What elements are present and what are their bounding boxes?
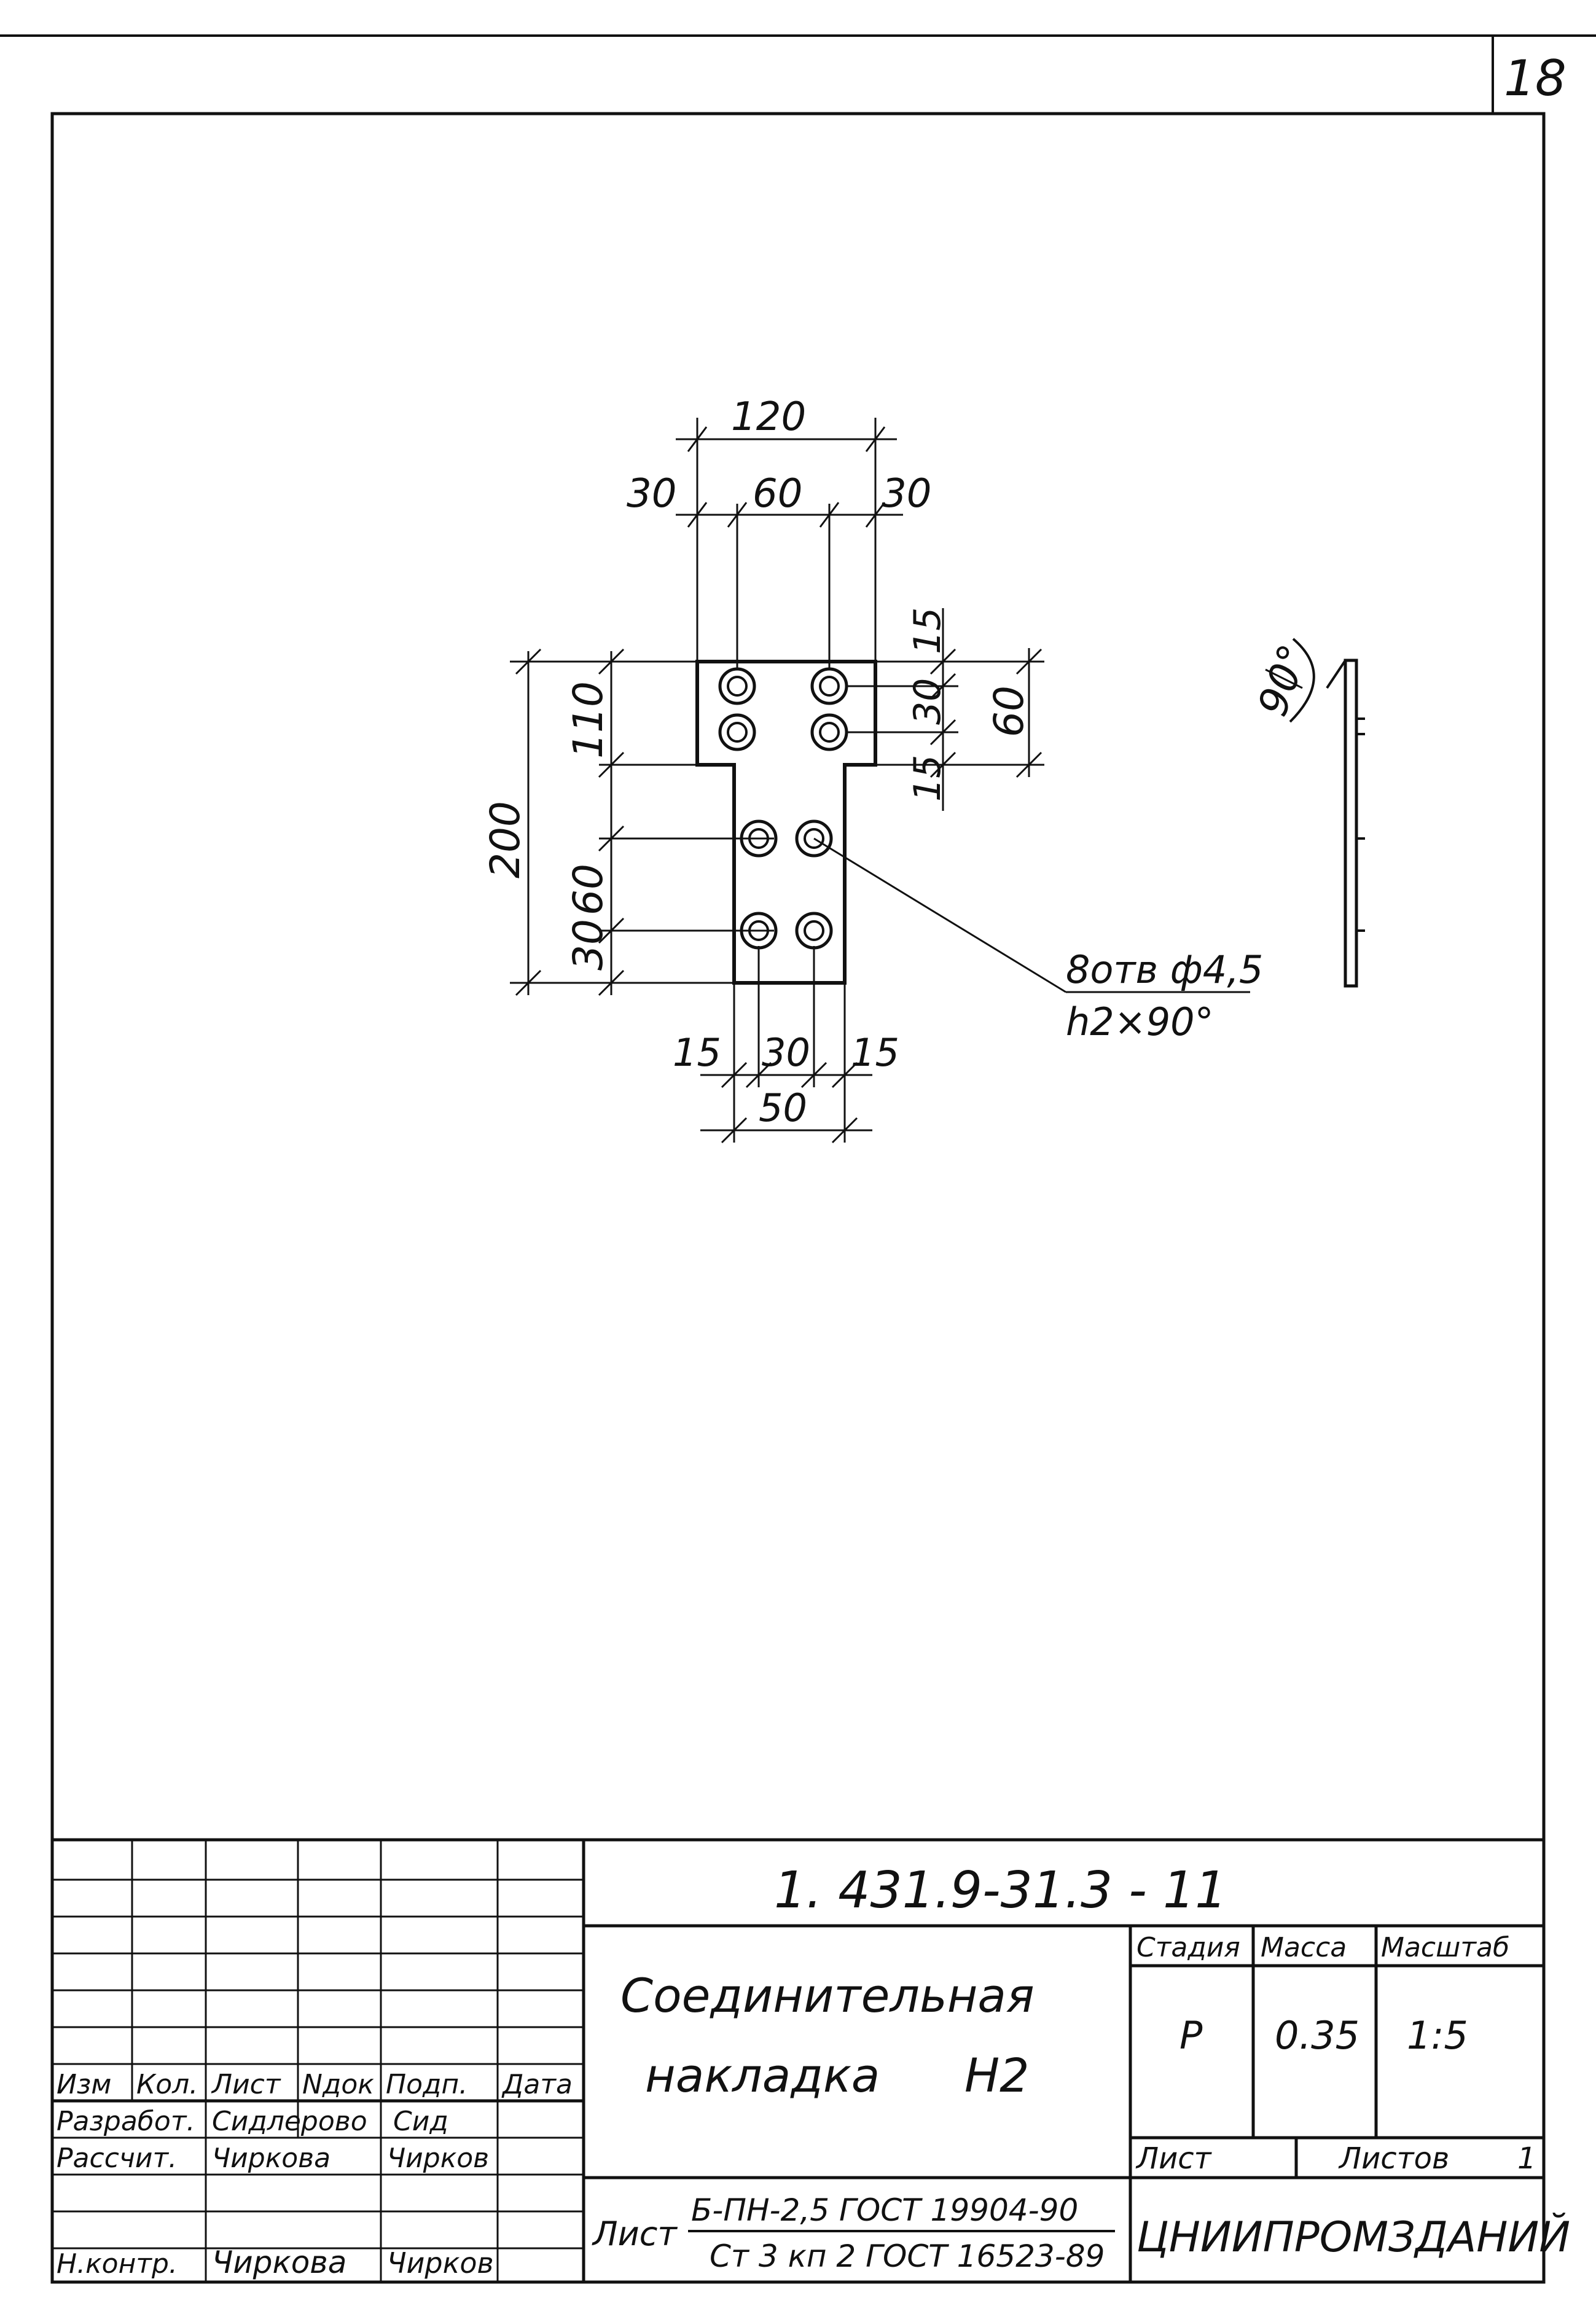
mass-value: 0.35 xyxy=(1275,2013,1359,2058)
left-dimensions xyxy=(510,648,774,996)
hole xyxy=(718,713,756,751)
page-number: 18 xyxy=(1504,50,1567,107)
hole xyxy=(810,667,848,705)
role-developer-signature: Сид xyxy=(393,2106,448,2137)
rev-header-kol: Кол. xyxy=(136,2069,198,2100)
hole xyxy=(718,667,756,705)
scale-header: Масштаб xyxy=(1381,1932,1509,1963)
dim-top-overall: 120 xyxy=(731,394,806,440)
material-line1: Б-ПН-2,5 ГОСТ 19904-90 xyxy=(691,2192,1078,2228)
stage-header: Стадия xyxy=(1136,1932,1240,1963)
sheets-label: Листов xyxy=(1338,2141,1449,2176)
drawing-frame xyxy=(50,112,1546,2284)
material-line2: Ст 3 кп 2 ГОСТ 16523-89 xyxy=(710,2238,1105,2274)
role-normcontrol-name: Чиркова xyxy=(212,2245,346,2280)
dim-right-top: 15 xyxy=(906,608,949,654)
angle-leader xyxy=(1265,668,1303,689)
dim-bottom-right: 15 xyxy=(851,1030,899,1075)
side-view-angle-label: 90° xyxy=(1249,638,1318,722)
dim-bottom-left: 15 xyxy=(673,1030,721,1075)
rev-header-list: Лист xyxy=(211,2069,281,2100)
dim-top-middle: 60 xyxy=(753,471,802,517)
scale-value: 1:5 xyxy=(1407,2013,1468,2058)
role-calculator-signature: Чирков xyxy=(387,2143,489,2174)
side-view-plate xyxy=(1344,659,1358,988)
revision-grid xyxy=(52,1840,584,2282)
rev-header-izm: Изм xyxy=(57,2069,112,2100)
angle-arc xyxy=(1289,638,1315,723)
plate-outline xyxy=(695,660,877,985)
organization-name: ЦНИИПРОМЗДАНИЙ xyxy=(1136,2213,1570,2262)
dim-bottom-total: 50 xyxy=(759,1085,807,1130)
side-view-countersink xyxy=(1326,659,1347,689)
dim-right-total: 60 xyxy=(985,686,1033,737)
title-block: Изм Кол. Лист Nдок Подп. Дата Разработ. … xyxy=(52,1838,1570,2282)
dim-right-middle: 30 xyxy=(906,678,949,725)
sheets-value: 1 xyxy=(1517,2141,1536,2176)
dim-left-total: 200 xyxy=(482,801,529,878)
material-prefix: Лист xyxy=(592,2214,678,2253)
top-dimensions xyxy=(676,418,903,670)
right-dimensions xyxy=(848,608,1044,811)
role-developer-name: Сидлерово xyxy=(212,2106,367,2137)
stage-value: Р xyxy=(1179,2013,1203,2058)
part-mark: Н2 xyxy=(964,2048,1030,2103)
hole xyxy=(795,912,833,950)
part-front-view: 120 30 60 30 200 110 60 30 xyxy=(482,394,1263,1144)
document-code: 1. 431.9-31.3 - 11 xyxy=(774,1861,1227,1920)
dim-right-bottom: 15 xyxy=(906,755,949,802)
sheet-label: Лист xyxy=(1135,2141,1213,2176)
hole-callout-line2: h2×90° xyxy=(1066,999,1214,1044)
dim-top-right: 30 xyxy=(882,471,931,517)
hole xyxy=(795,819,833,858)
role-calculator-label: Рассчит. xyxy=(57,2143,177,2174)
hole xyxy=(810,713,848,751)
role-normcontrol-signature: Чирков xyxy=(387,2246,494,2280)
part-name-line2: накладка xyxy=(645,2048,880,2103)
bottom-dimensions xyxy=(700,946,872,1144)
dim-left-upper: 110 xyxy=(565,681,612,759)
hole-pattern xyxy=(718,667,848,950)
title-right-grid xyxy=(584,1924,1544,2282)
part-side-view: 90° xyxy=(1249,638,1365,988)
hole-callout-line1: 8отв ф4,5 xyxy=(1066,947,1263,992)
part-name-line1: Соединительная xyxy=(620,1968,1035,2023)
rev-header-data: Дата xyxy=(501,2069,573,2100)
mass-header: Масса xyxy=(1261,1932,1347,1963)
role-developer-label: Разработ. xyxy=(57,2106,195,2137)
dim-top-left: 30 xyxy=(627,471,676,517)
role-calculator-name: Чиркова xyxy=(212,2143,331,2174)
role-normcontrol-label: Н.контр. xyxy=(57,2248,178,2280)
rev-header-podp: Подп. xyxy=(386,2069,467,2100)
dim-left-middle: 60 xyxy=(565,864,612,915)
dim-bottom-middle: 30 xyxy=(762,1030,810,1075)
hole-callout-leader xyxy=(813,837,1250,993)
rev-header-ndok: Nдок xyxy=(302,2069,374,2100)
dim-left-lower: 30 xyxy=(565,919,612,971)
